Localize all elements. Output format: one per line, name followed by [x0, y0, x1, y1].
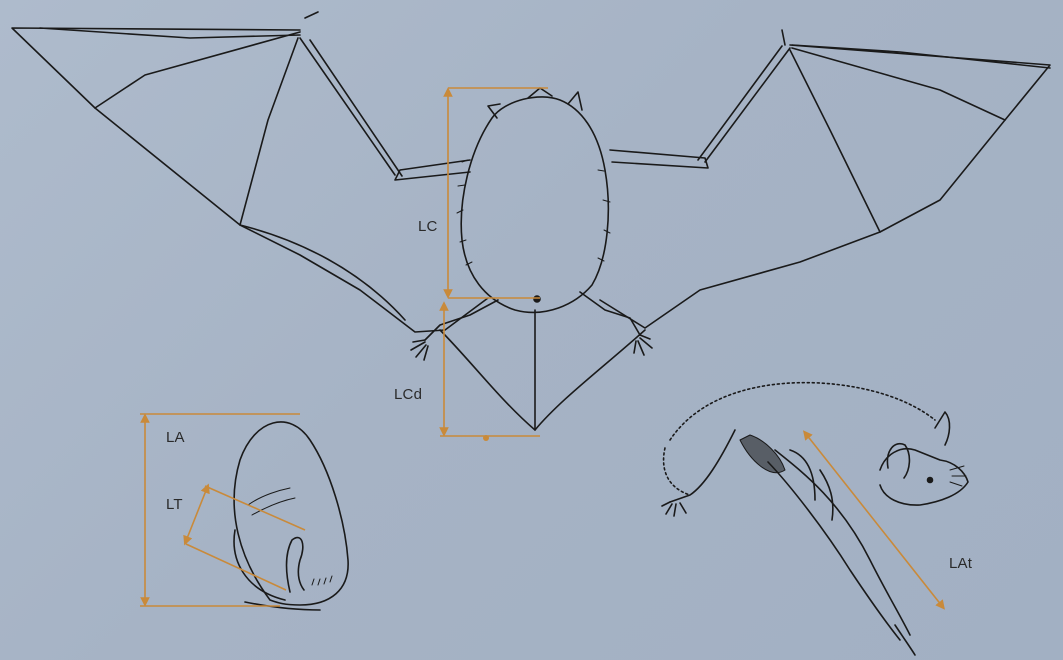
- ear-detail: [234, 422, 348, 610]
- bat-side-view: [662, 383, 968, 655]
- left-finger-1: [95, 32, 300, 108]
- right-upper-arm: [705, 48, 790, 162]
- left-finger-3: [240, 38, 298, 225]
- side-hind-leg: [670, 430, 735, 502]
- right-ear: [568, 92, 582, 110]
- right-wing-membrane: [600, 45, 1050, 328]
- right-finger-3: [790, 50, 880, 232]
- left-upper-arm: [300, 38, 395, 175]
- left-forearm-bone: [395, 160, 470, 180]
- side-body-back: [670, 383, 935, 440]
- lat-arrow: [806, 434, 942, 606]
- label-lt: LT: [166, 496, 183, 513]
- lt-arrow: [186, 488, 207, 541]
- measure-lines-ear: [140, 414, 305, 606]
- left-leg: [425, 300, 498, 340]
- bat-top-view: [12, 12, 1050, 430]
- label-lc: LC: [418, 218, 438, 235]
- tragus: [234, 530, 304, 600]
- side-ear: [935, 412, 950, 445]
- side-forearm: [775, 450, 910, 635]
- label-la: LA: [166, 429, 185, 446]
- side-head: [880, 449, 968, 505]
- right-leg: [580, 292, 640, 335]
- left-wing-membrane: [12, 28, 488, 332]
- label-lat: LAt: [949, 555, 972, 572]
- right-forearm-bone: [610, 150, 708, 168]
- bat-body: [461, 97, 608, 312]
- label-lcd: LCd: [394, 386, 422, 403]
- tail-membrane: [440, 330, 645, 430]
- measure-lines-side: [806, 434, 942, 606]
